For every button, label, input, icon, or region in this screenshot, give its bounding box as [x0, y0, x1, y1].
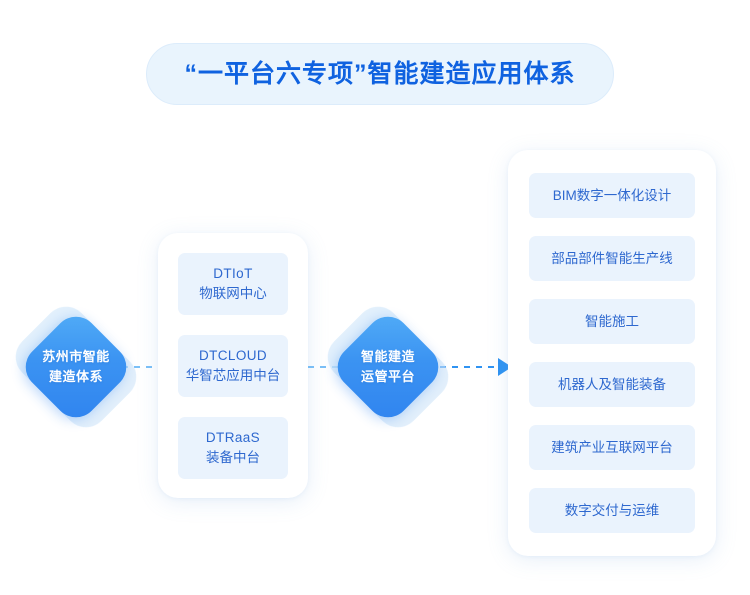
node-origin-system[interactable]: 苏州市智能 建造体系: [6, 297, 146, 437]
list-item[interactable]: 智能施工: [529, 299, 695, 344]
chip-label-cn: 华智芯应用中台: [185, 367, 281, 383]
list-item[interactable]: 机器人及智能装备: [529, 362, 695, 407]
connector-platform-to-right: [428, 366, 500, 368]
node-operations-platform[interactable]: 智能建造 运管平台: [318, 297, 458, 437]
chip-label-cn: 装备中台: [206, 449, 260, 465]
chip-label-cn: 机器人及智能装备: [558, 377, 666, 392]
diamond-core-icon: [328, 307, 448, 427]
list-item[interactable]: 建筑产业互联网平台: [529, 425, 695, 470]
chip-label-cn: BIM数字一体化设计: [552, 188, 672, 203]
chip-label-cn: 数字交付与运维: [564, 503, 660, 518]
list-item[interactable]: 部品部件智能生产线: [529, 236, 695, 281]
list-item[interactable]: 数字交付与运维: [529, 488, 695, 533]
diamond-core-icon: [16, 307, 136, 427]
list-item[interactable]: DTIoT 物联网中心: [178, 252, 288, 315]
chip-label-cn: 建筑产业互联网平台: [551, 440, 673, 455]
chip-label-cn: 物联网中心: [199, 285, 267, 301]
chip-label-cn: 智能施工: [585, 314, 639, 329]
right-applications-panel: BIM数字一体化设计 部品部件智能生产线 智能施工 机器人及智能装备 建筑产业互…: [508, 150, 716, 556]
right-chip-list: BIM数字一体化设计 部品部件智能生产线 智能施工 机器人及智能装备 建筑产业互…: [508, 150, 716, 556]
list-item[interactable]: BIM数字一体化设计: [529, 173, 695, 218]
list-item[interactable]: DTRaaS 装备中台: [178, 416, 288, 479]
middle-platform-panel: DTIoT 物联网中心 DTCLOUD 华智芯应用中台 DTRaaS 装备中台: [158, 233, 308, 498]
list-item[interactable]: DTCLOUD 华智芯应用中台: [178, 334, 288, 397]
chip-label-en: DTIoT: [213, 265, 253, 281]
connector-middle-to-platform: [308, 366, 344, 368]
diagram-title-pill: “一平台六专项”智能建造应用体系: [146, 43, 614, 105]
chip-label-en: DTRaaS: [205, 429, 261, 445]
chip-label-en: DTCLOUD: [198, 347, 268, 363]
page-title: “一平台六专项”智能建造应用体系: [184, 59, 576, 88]
middle-chip-list: DTIoT 物联网中心 DTCLOUD 华智芯应用中台 DTRaaS 装备中台: [158, 233, 308, 498]
chip-label-cn: 部品部件智能生产线: [551, 251, 673, 266]
connector-origin-to-middle: [122, 366, 162, 368]
